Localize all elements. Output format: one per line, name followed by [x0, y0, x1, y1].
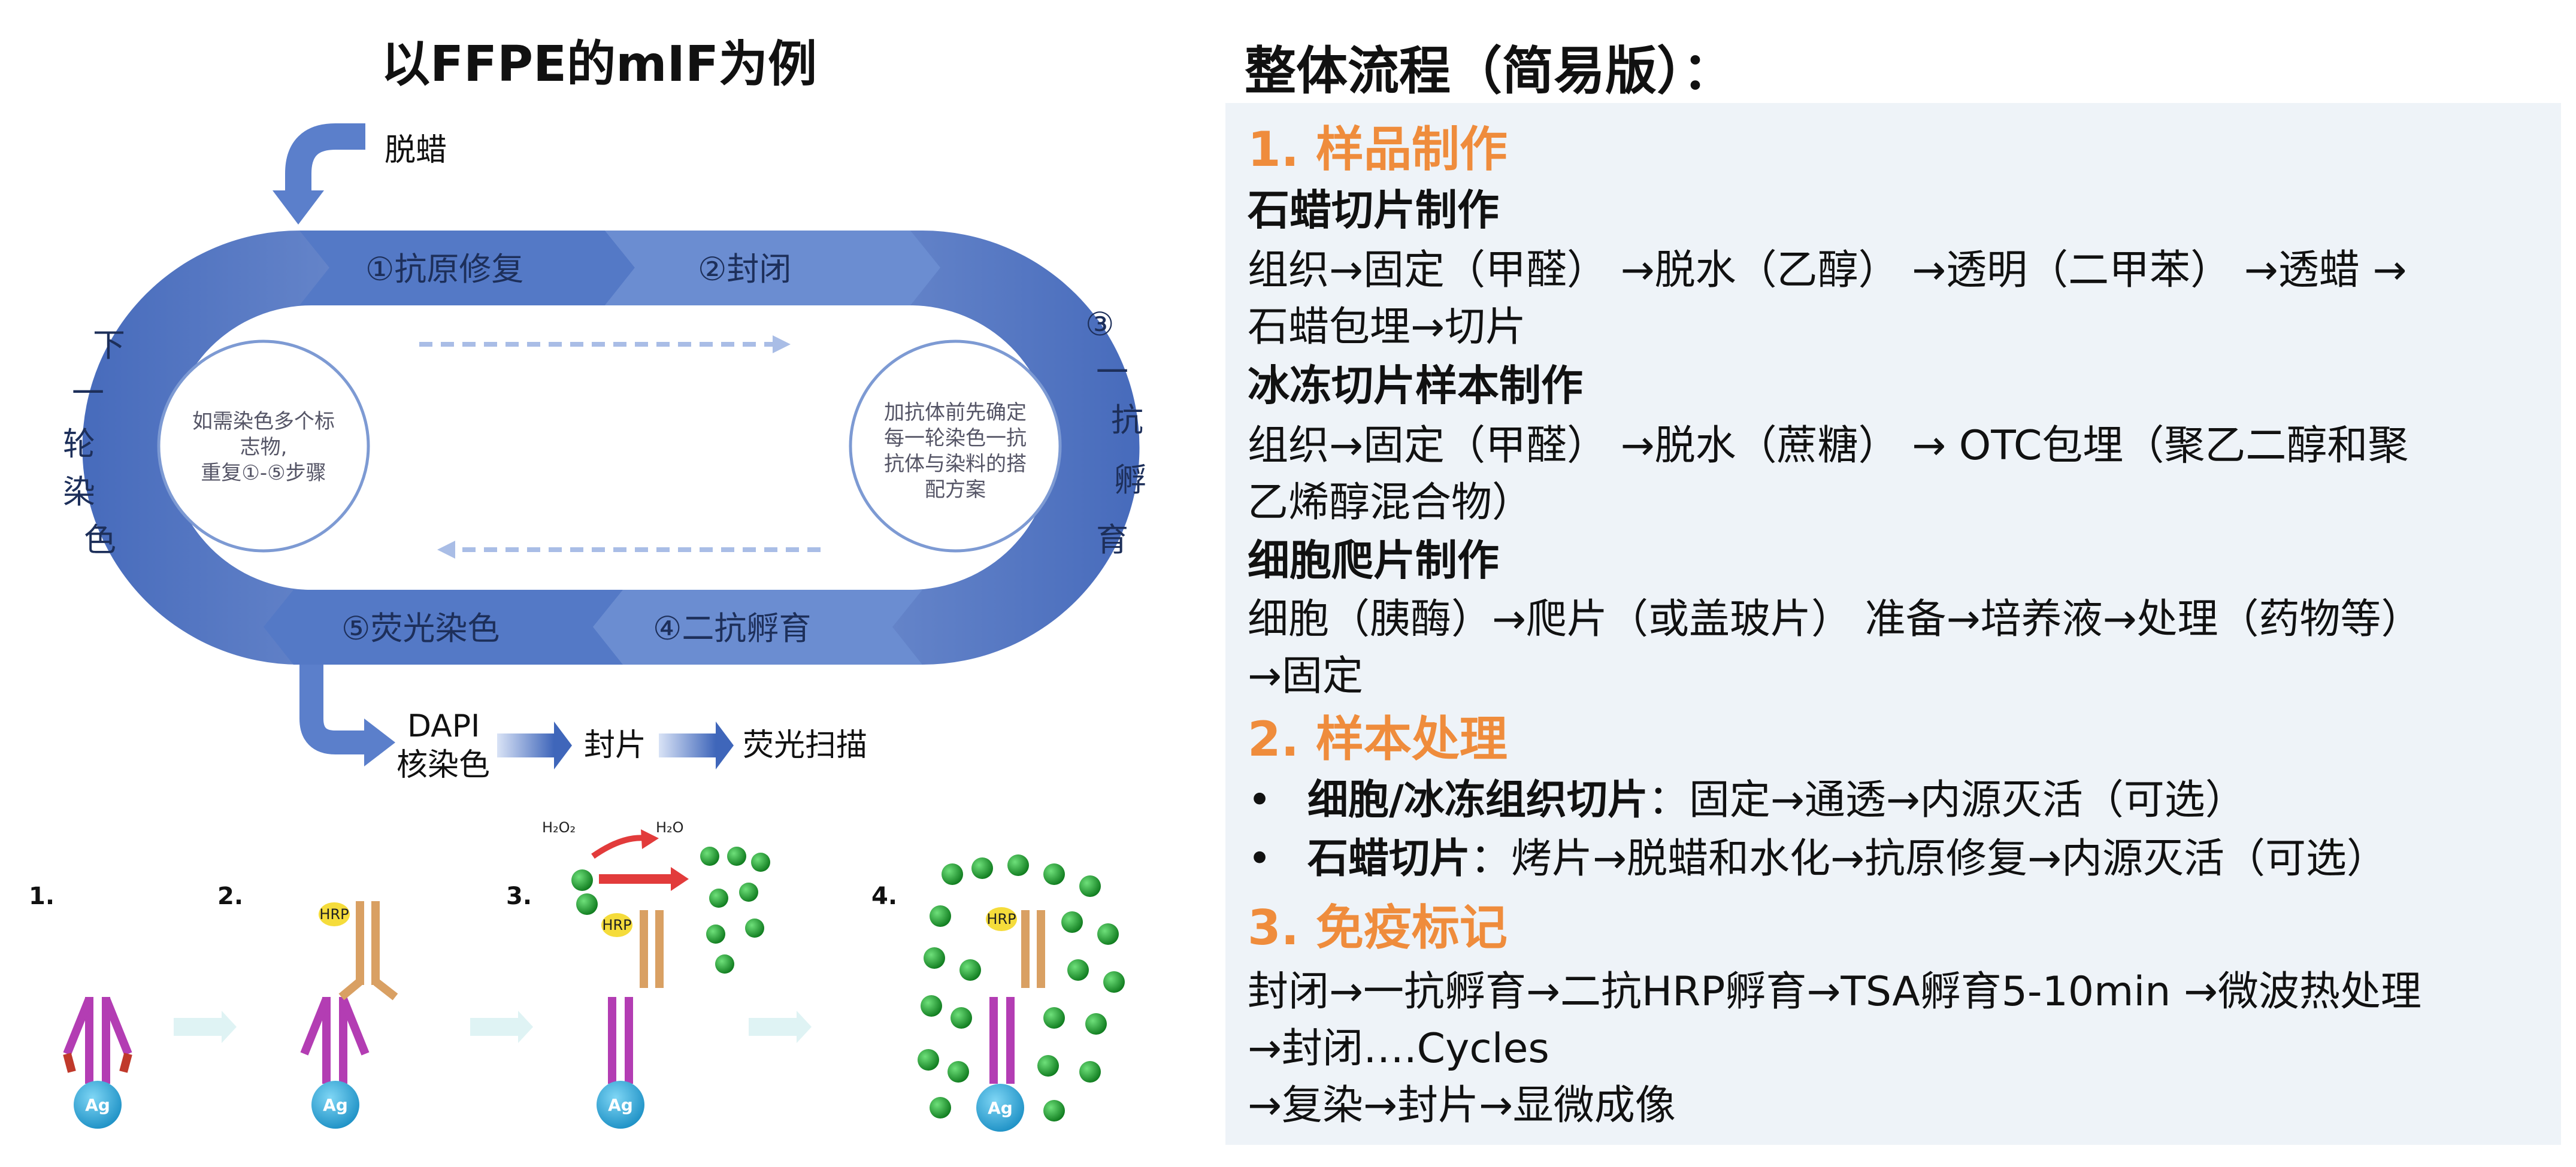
bullet-2-rest: ：烤片→脱蜡和水化→抗原修复→内源灭活（可选）	[1470, 835, 2387, 883]
h2o-label: H₂O	[656, 819, 684, 836]
mech-arrow-3	[749, 1011, 812, 1043]
step1-segment	[299, 231, 635, 305]
mech-step-2-number: 2.	[217, 883, 243, 910]
cell-line-2: →固定	[1248, 653, 1363, 700]
immuno-line-2: →封闭….Cycles	[1248, 1025, 1549, 1072]
paraffin-line-1: 组织→固定（甲醛） →脱水（乙醇） →透明（二甲苯） →透蜡 →	[1248, 247, 2407, 294]
mech-step-1-number: 1.	[29, 883, 55, 910]
step1-label: ①抗原修复	[365, 250, 523, 288]
section-2-heading: 2. 样本处理	[1248, 711, 1508, 767]
hrp-enzyme-icon	[986, 907, 1017, 931]
arrow-seal-to-scan	[659, 722, 734, 769]
note-left-line-3: 重复①-⑤步骤	[201, 461, 326, 485]
next-round-char-5: 色	[84, 521, 116, 559]
note-right-line-2: 每一轮染色一抗	[884, 426, 1027, 450]
dapi-label-2: 核染色	[396, 747, 490, 783]
note-circle-right	[849, 340, 1062, 553]
hrp-enzyme-icon	[601, 913, 632, 937]
bullet-frozen-cell: • 细胞/冰冻组织切片：固定→通透→内源灭活（可选）	[1248, 766, 2246, 826]
mech-panel-4: Ag HRP	[918, 854, 1125, 1132]
deparaffin-arrow	[273, 123, 365, 225]
step2-label: ②封闭	[698, 250, 791, 288]
mech-panel-3: Ag HRP H₂O₂ H₂O	[542, 819, 770, 1129]
hrp-label-2: HRP	[602, 917, 631, 933]
step3-char-2: 抗	[1111, 401, 1143, 439]
hrp-label-3: HRP	[986, 911, 1016, 927]
cell-line-1: 细胞（胰酶）→爬片（或盖玻片） 准备→培养液→处理（药物等）	[1248, 596, 2422, 643]
antigen-label-4: Ag	[988, 1098, 1013, 1118]
antigen-label-2: Ag	[323, 1095, 348, 1115]
h2o2-label: H₂O₂	[542, 819, 576, 836]
mech-step-4-number: 4.	[871, 883, 897, 910]
antigen-icon	[74, 1081, 122, 1129]
next-round-char-4: 染	[63, 473, 95, 511]
hrp-label-1: HRP	[319, 906, 349, 923]
note-left-line-1: 如需染色多个标	[192, 410, 335, 434]
scan-label: 荧光扫描	[743, 728, 867, 763]
paraffin-title: 石蜡切片制作	[1248, 186, 1499, 235]
paraffin-line-2: 石蜡包埋→切片	[1248, 304, 1526, 351]
bullet-dot: •	[1248, 777, 1272, 824]
next-round-char-1: 下	[93, 326, 125, 364]
bullet-dot: •	[1248, 835, 1272, 883]
immuno-line-1: 封闭→一抗孵育→二抗HRP孵育→TSA孵育5-10min →微波热处理	[1248, 968, 2421, 1016]
left-title: 以FFPE的mIF为例	[380, 36, 818, 93]
immuno-line-3: →复染→封片→显微成像	[1248, 1082, 1676, 1129]
bullet-paraffin: • 石蜡切片：烤片→脱蜡和水化→抗原修复→内源灭活（可选）	[1248, 825, 2387, 884]
antigen-icon	[597, 1081, 644, 1129]
step3-char-1: 一	[1096, 353, 1128, 391]
step2-segment	[605, 231, 940, 305]
step4-segment	[593, 590, 922, 665]
note-circle-left	[157, 340, 370, 553]
step4-label: ④二抗孵育	[653, 610, 811, 647]
mech-arrow-1	[174, 1011, 237, 1043]
antigen-label-3: Ag	[608, 1095, 633, 1115]
hrp-enzyme-icon	[319, 902, 350, 926]
note-right-line-1: 加抗体前先确定	[884, 401, 1027, 425]
step3-char-4: 育	[1096, 521, 1128, 559]
arrow-dapi-to-seal	[497, 722, 572, 769]
frozen-line-2: 乙烯醇混合物）	[1248, 479, 1533, 526]
bullet-1-rest: ：固定→通透→内源灭活（可选）	[1648, 777, 2246, 824]
mech-panel-1: Ag	[63, 997, 132, 1129]
deparaffin-label: 脱蜡	[385, 132, 447, 168]
mech-arrow-2	[470, 1011, 533, 1043]
mech-step-3-number: 3.	[506, 883, 532, 910]
frozen-line-1: 组织→固定（甲醛） →脱水（蔗糖） → OTC包埋（聚乙二醇和聚	[1248, 422, 2409, 469]
dashed-arrow-left	[437, 541, 821, 559]
mif-workflow-diagram: 脱蜡 ①抗原修复 ②封闭 ④二抗孵育 ⑤荧光染色 ③ 一 抗 孵 育 下 一 轮…	[29, 123, 1146, 1132]
dapi-label-1: DAPI	[407, 708, 480, 744]
right-title: 整体流程（简易版）：	[1245, 41, 1734, 101]
bullet-1-bold: 细胞/冰冻组织切片	[1307, 777, 1648, 824]
antigen-label-1: Ag	[85, 1095, 110, 1115]
frozen-title: 冰冻切片样本制作	[1248, 361, 1583, 410]
step3-number: ③	[1085, 305, 1114, 343]
step3-char-3: 孵	[1114, 461, 1146, 499]
antigen-icon	[311, 1081, 359, 1129]
workflow-panel	[1225, 103, 2561, 1145]
note-left-line-2: 志物,	[240, 435, 287, 459]
bullet-2-bold: 石蜡切片	[1307, 835, 1471, 883]
antigen-icon	[976, 1084, 1024, 1132]
step5-segment	[264, 590, 623, 665]
cell-title: 细胞爬片制作	[1248, 536, 1499, 585]
step5-label: ⑤荧光染色	[341, 610, 500, 647]
seal-label: 封片	[584, 728, 646, 763]
mech-panel-2: Ag HRP	[300, 901, 398, 1129]
exit-arrow	[299, 665, 395, 766]
note-right-line-3: 抗体与染料的搭	[884, 452, 1027, 476]
dashed-arrow-right	[419, 335, 791, 353]
section-3-heading: 3. 免疫标记	[1248, 900, 1508, 956]
next-round-char-3: 轮	[63, 425, 95, 463]
section-1-heading: 1. 样品制作	[1248, 122, 1508, 177]
next-round-char-2: 一	[72, 374, 104, 412]
note-right-line-4: 配方案	[925, 478, 986, 502]
